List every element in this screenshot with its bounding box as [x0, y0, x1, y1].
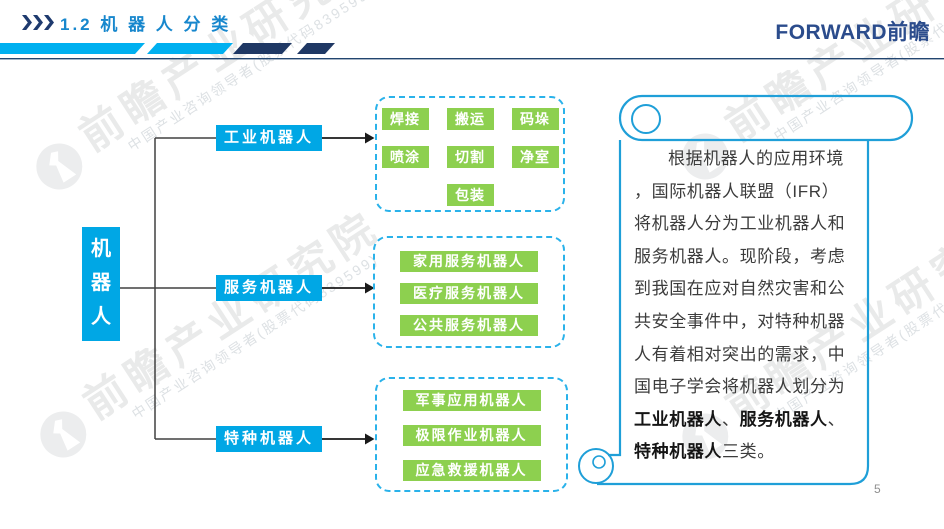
- panel-line: 到我国在应对自然灾害和公: [634, 279, 846, 299]
- arrowhead-icon: [365, 132, 375, 144]
- page-title: 1.2 机 器 人 分 类: [60, 15, 232, 34]
- chip-medical-service: 医疗服务机器人: [400, 283, 538, 304]
- stripe-light-1: [0, 43, 145, 54]
- branch-industrial: 工业机器人: [216, 125, 322, 151]
- panel-line-emphasis: 特种机器人三类。: [634, 442, 775, 462]
- stripe-light-2: [147, 43, 233, 54]
- stripe-navy-1: [233, 43, 292, 54]
- chip-cleanroom: 净室: [511, 146, 559, 168]
- arrow-shafts: [321, 137, 365, 440]
- chip-emergency-rescue: 应急救援机器人: [402, 460, 541, 481]
- chevrons-icon: [22, 15, 55, 30]
- panel-line: 根据机器人的应用环境: [668, 149, 844, 168]
- header: 1.2 机 器 人 分 类: [22, 10, 231, 35]
- chip-welding: 焊接: [381, 108, 429, 130]
- chip-packaging: 包装: [446, 184, 494, 206]
- chip-extreme-operation: 极限作业机器人: [402, 425, 541, 446]
- watermark-logo-icon: [31, 402, 96, 467]
- panel-line: ，国际机器人联盟（IFR）: [634, 181, 840, 201]
- tree-lines: [120, 137, 216, 440]
- chip-cutting: 切割: [446, 146, 494, 168]
- branch-service: 服务机器人: [216, 275, 322, 301]
- description-panel: 根据机器人的应用环境 ，国际机器人联盟（IFR） 将机器人分为工业机器人和 服务…: [634, 143, 874, 469]
- chip-spraying: 喷涂: [381, 146, 429, 168]
- brand-logo: FORWARD前瞻: [775, 21, 930, 44]
- root-node: 机器人: [82, 227, 120, 341]
- chip-palletizing: 码垛: [511, 108, 559, 130]
- panel-line-emphasis: 工业机器人、服务机器人、: [634, 409, 846, 429]
- chip-home-service: 家用服务机器人: [400, 251, 538, 272]
- chip-public-service: 公共服务机器人: [400, 315, 538, 336]
- service-items-group: 家用服务机器人 医疗服务机器人 公共服务机器人: [373, 236, 565, 348]
- panel-line: 人有着相对突出的需求，中: [634, 344, 846, 364]
- page-number: 5: [874, 482, 881, 496]
- panel-line: 国电子学会将机器人划分为: [634, 377, 846, 397]
- watermark-logo-icon: [27, 134, 92, 199]
- panel-line: 将机器人分为工业机器人和: [634, 214, 846, 234]
- chip-handling: 搬运: [446, 108, 494, 130]
- branch-special: 特种机器人: [216, 426, 322, 452]
- header-divider: [0, 58, 944, 60]
- stripe-navy-2: [297, 43, 335, 54]
- industrial-items-group: 焊接 搬运 码垛 喷涂 切割 净室 包装: [375, 96, 565, 212]
- special-items-group: 军事应用机器人 极限作业机器人 应急救援机器人: [375, 377, 568, 492]
- panel-line: 服务机器人。现阶段，考虑: [634, 246, 846, 266]
- arrowhead-icon: [365, 433, 375, 445]
- chip-military: 军事应用机器人: [402, 390, 541, 411]
- panel-line: 共安全事件中，对特种机器: [634, 311, 846, 331]
